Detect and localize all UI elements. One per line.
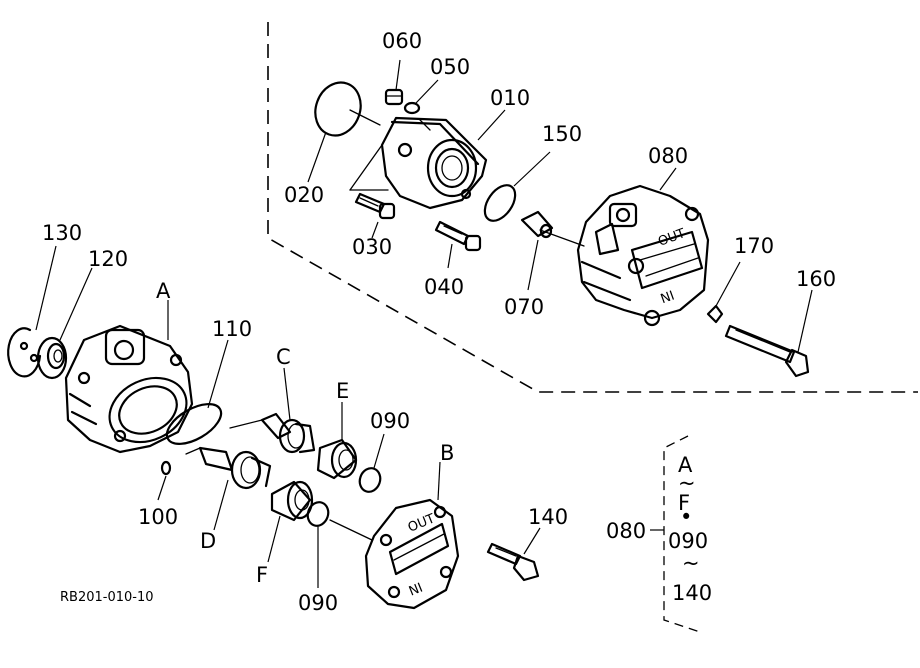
o-ring-150[interactable] <box>479 151 551 226</box>
label-130: 130 <box>42 221 82 245</box>
flange-housing-010[interactable] <box>349 109 506 210</box>
bolt-140[interactable] <box>486 527 541 582</box>
o-ring-110[interactable] <box>161 339 229 452</box>
label-120: 120 <box>88 247 128 271</box>
nut-060[interactable] <box>384 59 404 106</box>
label-010: 010 <box>490 86 530 110</box>
cover-out-mark: OUT <box>406 511 437 535</box>
subassembly-boundary <box>267 22 918 393</box>
o-ring-090-lower[interactable] <box>304 499 331 588</box>
label-020: 020 <box>284 183 324 207</box>
drive-gear-C[interactable] <box>229 367 316 454</box>
label-B: B <box>440 441 454 465</box>
label-E: E <box>336 379 349 403</box>
bushing-E[interactable] <box>316 402 358 480</box>
label-040: 040 <box>424 275 464 299</box>
label-A: A <box>156 279 171 303</box>
legend-from-2: 090 <box>668 529 708 553</box>
bolt-040[interactable] <box>434 220 482 269</box>
label-150: 150 <box>542 122 582 146</box>
pump-out-mark: OUT <box>656 226 687 250</box>
o-ring-020[interactable] <box>307 76 368 183</box>
legend-to: F <box>678 491 690 515</box>
legend-bullet: • <box>680 505 692 529</box>
o-ring-090-upper[interactable] <box>356 433 385 495</box>
label-070: 070 <box>504 295 544 319</box>
legend-from: A <box>678 453 693 477</box>
legend-to-2: 140 <box>672 581 712 605</box>
pump-in-mark: IN <box>658 286 676 305</box>
washer-170[interactable] <box>706 261 741 324</box>
gear-pump-080[interactable]: OUT IN <box>539 167 710 327</box>
legend-tilde-1: ~ <box>678 471 696 495</box>
drawing-code: RB201-010-10 <box>60 590 154 605</box>
label-140: 140 <box>528 505 568 529</box>
front-housing-A[interactable] <box>64 300 197 454</box>
oil-seal-120[interactable] <box>36 267 93 380</box>
label-C: C <box>276 345 291 369</box>
label-D: D <box>200 529 216 553</box>
pin-100[interactable] <box>157 460 172 501</box>
bolt-160[interactable] <box>724 289 813 378</box>
label-030: 030 <box>352 235 392 259</box>
washer-050[interactable] <box>403 79 439 115</box>
legend-tilde-2: ~ <box>682 551 700 575</box>
label-090-lower: 090 <box>298 591 338 615</box>
bushing-F[interactable] <box>267 480 314 563</box>
label-100: 100 <box>138 505 178 529</box>
sleeve-070[interactable] <box>520 210 554 291</box>
part-group-legend: 080 A ~ F • 090 ~ 140 <box>606 435 712 633</box>
label-060: 060 <box>382 29 422 53</box>
label-F: F <box>256 563 268 587</box>
label-110: 110 <box>212 317 252 341</box>
driven-gear-D[interactable] <box>185 446 272 531</box>
cover-in-mark: IN <box>406 578 424 597</box>
bolt-030[interactable] <box>354 192 396 239</box>
label-050: 050 <box>430 55 470 79</box>
label-170: 170 <box>734 234 774 258</box>
label-160: 160 <box>796 267 836 291</box>
legend-ref: 080 <box>606 519 646 543</box>
label-080: 080 <box>648 144 688 168</box>
label-090-upper: 090 <box>370 409 410 433</box>
rear-cover-B[interactable]: OUT IN <box>329 461 460 610</box>
